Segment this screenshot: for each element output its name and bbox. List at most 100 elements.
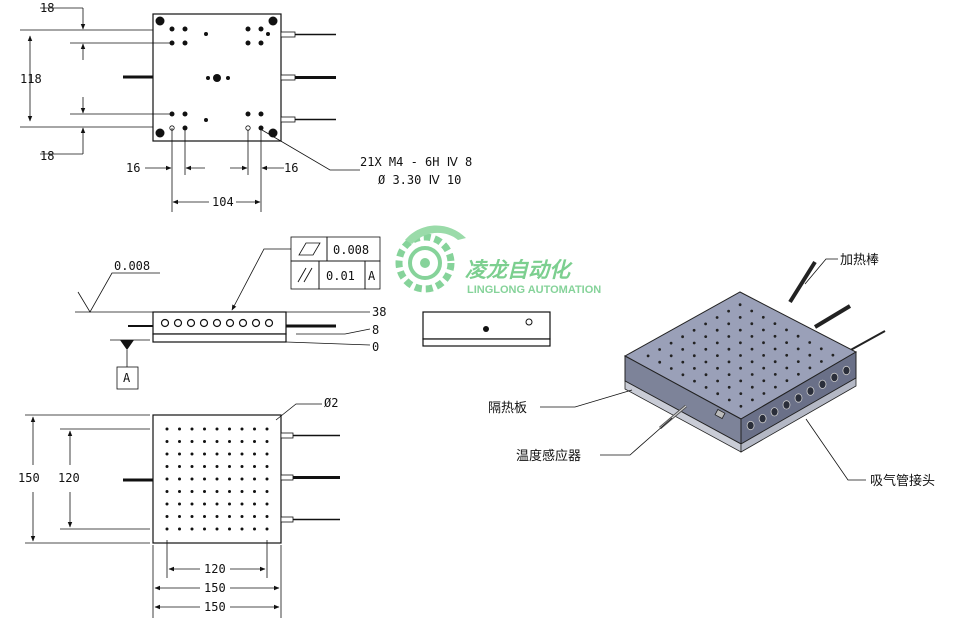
bottom-hole bbox=[265, 515, 269, 518]
bottom-hole bbox=[265, 440, 269, 443]
label-temp-sensor: 温度感应器 bbox=[516, 448, 581, 464]
iso-hole bbox=[692, 341, 696, 345]
iso-fitting bbox=[794, 393, 803, 403]
gear-icon bbox=[395, 233, 455, 293]
bottom-hole bbox=[203, 465, 206, 468]
bottom-hole bbox=[178, 452, 181, 456]
dragon-icon bbox=[405, 225, 466, 244]
iso-fitting bbox=[806, 386, 815, 396]
tolerance-frame: 0.008 0.01 A bbox=[290, 236, 381, 290]
iso-fitting bbox=[842, 365, 851, 376]
datum-a-label: A bbox=[123, 371, 131, 385]
iso-hole-grid bbox=[646, 303, 835, 408]
iso-hole bbox=[762, 366, 766, 370]
iso-hole bbox=[669, 354, 673, 358]
iso-hole bbox=[692, 328, 696, 332]
iso-fitting bbox=[782, 400, 791, 410]
iso-insulation-right bbox=[740, 377, 857, 453]
dim-16-left: 16 bbox=[126, 161, 140, 175]
iso-hole bbox=[750, 335, 754, 338]
iso-hole bbox=[773, 322, 777, 325]
bottom-hole bbox=[215, 440, 219, 443]
iso-hole bbox=[681, 335, 684, 339]
bottom-hole bbox=[165, 477, 169, 481]
bottom-hole bbox=[203, 515, 206, 518]
bottom-hole bbox=[253, 465, 256, 468]
bottom-hole bbox=[215, 502, 219, 506]
bottom-view: 150 120 Ø2 120 150 150 bbox=[18, 396, 340, 618]
iso-hole bbox=[785, 379, 789, 383]
bottom-hole bbox=[253, 490, 256, 493]
bottom-view-hole-grid bbox=[165, 427, 269, 531]
end-view bbox=[422, 311, 551, 347]
bottom-hole bbox=[253, 427, 256, 431]
dim-104: 104 bbox=[212, 195, 234, 209]
bottom-hole bbox=[228, 477, 231, 481]
iso-hole bbox=[831, 353, 835, 357]
bottom-hole bbox=[190, 465, 194, 468]
bottom-hole bbox=[253, 527, 256, 531]
bottom-hole bbox=[203, 502, 206, 506]
iso-leaders bbox=[540, 258, 866, 481]
bottom-hole bbox=[240, 490, 244, 493]
top-view-right-tubes bbox=[280, 31, 336, 123]
bottom-hole bbox=[178, 427, 181, 431]
bottom-hole bbox=[203, 452, 206, 456]
bottom-hole bbox=[265, 427, 269, 431]
iso-hole bbox=[727, 398, 731, 402]
logo-en: LINGLONG AUTOMATION bbox=[467, 284, 601, 296]
iso-hole bbox=[716, 366, 719, 370]
bottom-hole bbox=[240, 515, 244, 518]
iso-hole bbox=[785, 341, 788, 344]
bottom-hole bbox=[228, 452, 231, 456]
iso-hole bbox=[808, 366, 812, 370]
bottom-hole bbox=[265, 465, 269, 468]
bottom-hole bbox=[253, 440, 256, 443]
bottom-hole bbox=[215, 465, 219, 468]
bottom-hole bbox=[240, 427, 244, 431]
iso-hole bbox=[738, 328, 742, 332]
dim-150-vertical: 150 bbox=[18, 471, 40, 485]
iso-hole bbox=[797, 372, 800, 376]
top-view: 18 118 18 16 16 104 21X M4 - 6H Ⅳ 8 Ø 3.… bbox=[20, 1, 472, 212]
bottom-hole bbox=[215, 527, 219, 531]
bottom-hole bbox=[165, 427, 169, 431]
side-view-fittings bbox=[160, 318, 274, 328]
parallel-icon bbox=[297, 267, 307, 283]
bottom-hole bbox=[178, 490, 181, 493]
bottom-hole bbox=[253, 515, 256, 518]
iso-hole bbox=[808, 341, 812, 344]
iso-fitting bbox=[746, 420, 755, 431]
dim-150-horizontal-2: 150 bbox=[204, 600, 226, 614]
tolerance-leader bbox=[231, 248, 291, 311]
bottom-hole bbox=[178, 515, 181, 518]
bottom-hole bbox=[253, 452, 256, 456]
iso-hole bbox=[808, 353, 812, 357]
bottom-hole bbox=[165, 527, 169, 531]
iso-hole bbox=[750, 309, 754, 313]
bottom-hole bbox=[228, 465, 231, 468]
bottom-hole bbox=[190, 440, 194, 443]
thread-note-line1: 21X M4 - 6H Ⅳ 8 bbox=[360, 155, 472, 169]
iso-hole bbox=[773, 373, 777, 376]
company-logo: 凌龙自动化 LINGLONG AUTOMATION bbox=[395, 225, 601, 296]
iso-hole bbox=[658, 360, 662, 364]
iso-hole bbox=[820, 360, 823, 363]
iso-hole bbox=[739, 379, 743, 383]
iso-hole bbox=[739, 341, 742, 345]
side-view-insulation bbox=[152, 333, 287, 343]
hole-dia: Ø2 bbox=[324, 396, 338, 410]
iso-hole bbox=[739, 366, 742, 370]
iso-hole bbox=[715, 316, 719, 319]
flatness-leader bbox=[77, 272, 160, 313]
iso-hole bbox=[704, 347, 708, 351]
dim-120-horizontal: 120 bbox=[204, 562, 226, 576]
bottom-hole bbox=[190, 477, 194, 481]
bottom-hole bbox=[253, 477, 256, 481]
datum-a: A bbox=[110, 339, 150, 390]
bottom-hole bbox=[228, 427, 231, 431]
bottom-hole bbox=[265, 490, 269, 493]
bottom-hole bbox=[240, 440, 244, 443]
iso-hole bbox=[750, 347, 754, 351]
bottom-hole bbox=[240, 502, 244, 506]
